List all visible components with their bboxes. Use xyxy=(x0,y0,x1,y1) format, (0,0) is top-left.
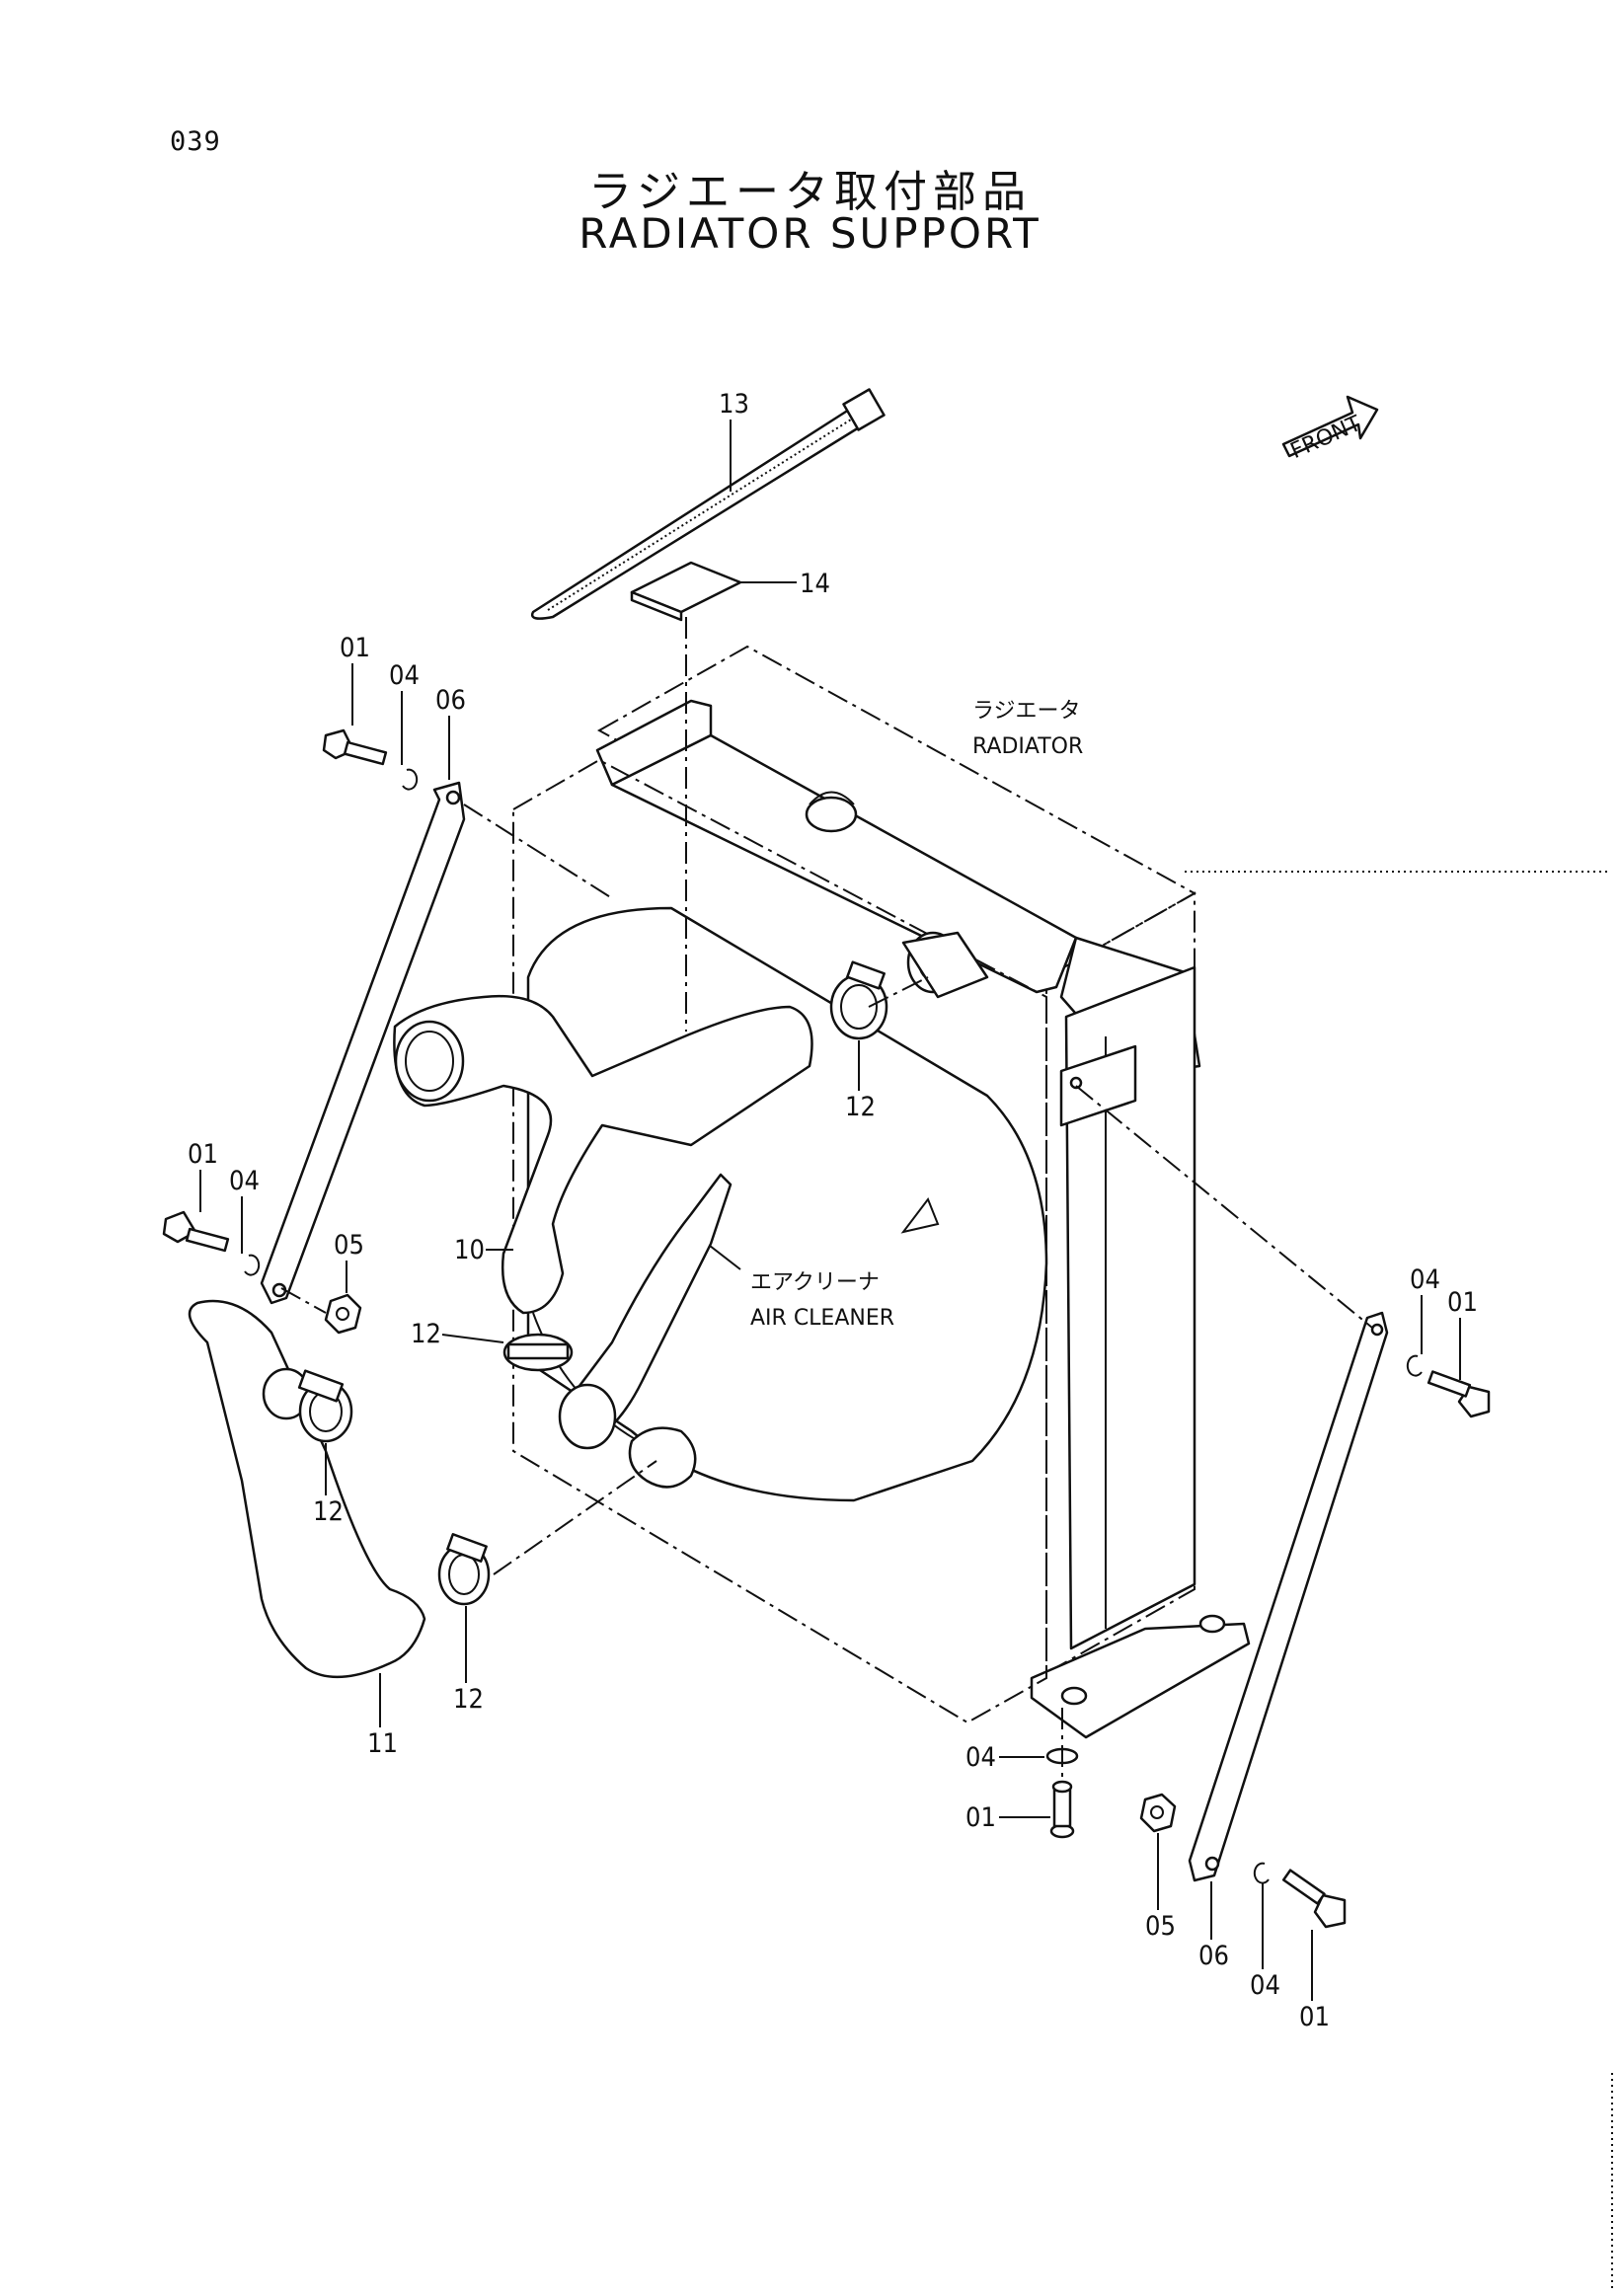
callout-06-upper-left: 06 xyxy=(435,685,466,716)
callout-13: 13 xyxy=(719,389,749,420)
callout-14: 14 xyxy=(800,569,830,599)
air-cleaner-label-jp: エアクリーナ xyxy=(750,1270,880,1295)
callout-04-bottom-right: 04 xyxy=(1250,1970,1280,2001)
callout-12-left: 12 xyxy=(313,1496,344,1527)
radiator-label-en: RADIATOR xyxy=(972,734,1083,759)
callout-01-upper-left: 01 xyxy=(340,633,370,663)
callout-10: 10 xyxy=(454,1235,485,1265)
washer-icon xyxy=(244,1254,261,1276)
cable-tie-icon xyxy=(530,388,886,620)
callout-12-lower: 12 xyxy=(453,1684,484,1715)
hose-11-icon xyxy=(188,1299,426,1679)
support-stay-left-icon xyxy=(260,781,466,1305)
hose-clamp-icon xyxy=(829,960,888,1040)
bolt-icon xyxy=(1427,1370,1491,1418)
air-cleaner-label-en: AIR CLEANER xyxy=(750,1306,894,1331)
front-arrow-icon: FRONT xyxy=(1281,395,1379,465)
callout-05-bottom-right: 05 xyxy=(1145,1911,1176,1942)
callout-12-middle: 12 xyxy=(411,1319,441,1349)
hose-10-icon xyxy=(393,995,813,1450)
title-english: RADIATOR SUPPORT xyxy=(579,209,1041,258)
hose-clamp-icon xyxy=(502,1333,574,1372)
washer-icon xyxy=(1253,1862,1270,1884)
nut-icon xyxy=(1139,1793,1177,1833)
callout-12-upper: 12 xyxy=(845,1092,876,1122)
nut-icon xyxy=(324,1293,362,1335)
callout-05-left: 05 xyxy=(334,1230,364,1261)
hose-clamp-icon xyxy=(297,1369,353,1443)
bolt-icon xyxy=(162,1210,230,1253)
callout-04-upper-left: 04 xyxy=(389,660,420,691)
washer-icon xyxy=(1406,1354,1423,1377)
callout-01-right: 01 xyxy=(1447,1287,1478,1318)
callout-11: 11 xyxy=(367,1728,398,1759)
bolt-icon xyxy=(1049,1780,1075,1839)
front-label: FRONT xyxy=(1287,412,1365,465)
page-number: 039 xyxy=(170,126,221,157)
support-stay-right-icon xyxy=(1188,1311,1389,1882)
callout-01-bottom-right: 01 xyxy=(1299,2002,1330,2032)
callout-06-bottom-right: 06 xyxy=(1198,1941,1229,1971)
callout-01-left: 01 xyxy=(188,1139,218,1170)
radiator-icon xyxy=(595,645,1251,1739)
washer-icon xyxy=(402,768,419,791)
title-japanese: ラジエータ取付部品 xyxy=(587,167,1033,217)
callout-01-bottom: 01 xyxy=(965,1802,996,1833)
bolt-icon xyxy=(1281,1869,1347,1929)
radiator-label-jp: ラジエータ xyxy=(972,699,1081,724)
callout-04-left: 04 xyxy=(229,1166,260,1196)
bolt-icon xyxy=(322,728,388,766)
callout-04-right: 04 xyxy=(1410,1264,1440,1295)
callout-04-bottom: 04 xyxy=(965,1742,996,1773)
hose-clamp-icon xyxy=(437,1533,491,1606)
pad-icon xyxy=(630,561,742,622)
